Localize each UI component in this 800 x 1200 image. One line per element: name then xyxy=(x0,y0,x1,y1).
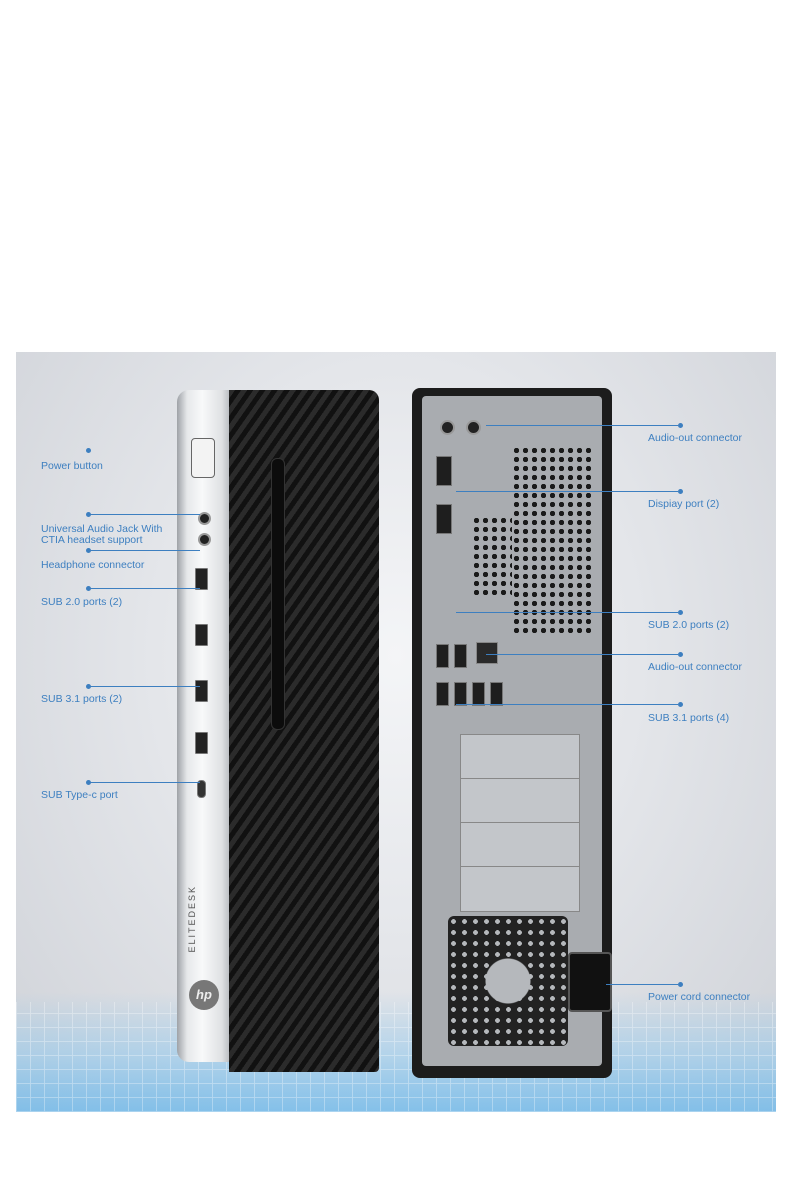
label-usb2-front: SUB 2.0 ports (2) xyxy=(41,596,123,608)
rear-usb31-port-graphic xyxy=(436,682,449,706)
label-audio-out-mid: Audio-out connector xyxy=(648,661,742,673)
callout-dot xyxy=(678,423,683,428)
headphone-jack-graphic xyxy=(198,533,211,546)
callout-dot xyxy=(678,702,683,707)
callout-line xyxy=(90,782,200,783)
optical-drive-slot xyxy=(271,458,285,730)
rear-usb31-port-graphic xyxy=(490,682,503,706)
callout-line xyxy=(486,654,678,655)
callout-line xyxy=(90,686,200,687)
label-usbc-front: SUB Type-c port xyxy=(41,789,118,801)
rear-vent xyxy=(472,516,512,596)
callout-dot xyxy=(86,512,91,517)
usb31-port-graphic xyxy=(195,732,208,754)
hp-logo: hp xyxy=(189,980,219,1010)
label-audio-jack-line1: Universal Audio Jack With xyxy=(41,523,163,535)
callout-dot xyxy=(86,780,91,785)
label-usb31-front: SUB 3.1 ports (2) xyxy=(41,693,123,705)
label-display-port: Dispiay port (2) xyxy=(648,498,720,510)
power-cord-connector-graphic xyxy=(568,952,612,1012)
rear-usb2-port-graphic xyxy=(454,644,467,668)
rear-usb31-port-graphic xyxy=(454,682,467,706)
callout-dot xyxy=(86,448,91,453)
label-usb2-rear: SUB 2.0 ports (2) xyxy=(648,619,730,631)
cooling-fan xyxy=(448,916,568,1046)
display-port-graphic xyxy=(436,504,452,534)
usb2-port-graphic xyxy=(195,568,208,590)
floor-glow xyxy=(16,992,776,1112)
audio-out-jack-graphic xyxy=(440,420,455,435)
callout-dot xyxy=(678,652,683,657)
usb2-port-graphic xyxy=(195,624,208,646)
callout-dot xyxy=(86,586,91,591)
rear-usb31-port-graphic xyxy=(472,682,485,706)
callout-line xyxy=(90,514,200,515)
expansion-slot-cover xyxy=(460,778,580,824)
expansion-slot-cover xyxy=(460,822,580,868)
display-port-graphic xyxy=(436,456,452,486)
expansion-slot-cover xyxy=(460,866,580,912)
callout-line xyxy=(90,550,200,551)
callout-line xyxy=(486,425,678,426)
callout-line xyxy=(456,491,678,492)
callout-line xyxy=(90,588,200,589)
floor-grid xyxy=(16,1002,776,1112)
usbc-port-graphic xyxy=(197,780,206,798)
callout-dot xyxy=(678,489,683,494)
rear-view-computer xyxy=(412,388,612,1078)
label-audio-jack-line2: CTIA headset support xyxy=(41,534,143,546)
callout-dot xyxy=(678,982,683,987)
rear-vent xyxy=(512,446,592,636)
ethernet-port-graphic xyxy=(476,642,498,664)
audio-out-jack-graphic xyxy=(466,420,481,435)
product-image-panel: ELITEDESK hp Power button xyxy=(16,352,776,1112)
power-button-graphic xyxy=(191,438,215,478)
usb31-port-graphic xyxy=(195,680,208,702)
callout-line xyxy=(456,704,678,705)
callout-dot xyxy=(86,548,91,553)
front-grille xyxy=(229,390,379,1072)
callout-dot xyxy=(86,684,91,689)
callout-dot xyxy=(678,610,683,615)
callout-line xyxy=(606,984,678,985)
front-view-computer: ELITEDESK hp xyxy=(177,390,392,1072)
label-power-button: Power button xyxy=(41,460,103,472)
label-power-cord: Power cord connector xyxy=(648,991,751,1003)
rear-usb2-port-graphic xyxy=(436,644,449,668)
front-bezel xyxy=(177,390,233,1062)
audio-jack-graphic xyxy=(198,512,211,525)
callout-line xyxy=(456,612,678,613)
label-usb31-rear: SUB 3.1 ports (4) xyxy=(648,712,730,724)
expansion-slot-cover xyxy=(460,734,580,780)
label-headphone: Headphone connector xyxy=(41,559,145,571)
brand-text: ELITEDESK xyxy=(187,885,197,953)
label-audio-out-top: Audio-out connector xyxy=(648,432,742,444)
